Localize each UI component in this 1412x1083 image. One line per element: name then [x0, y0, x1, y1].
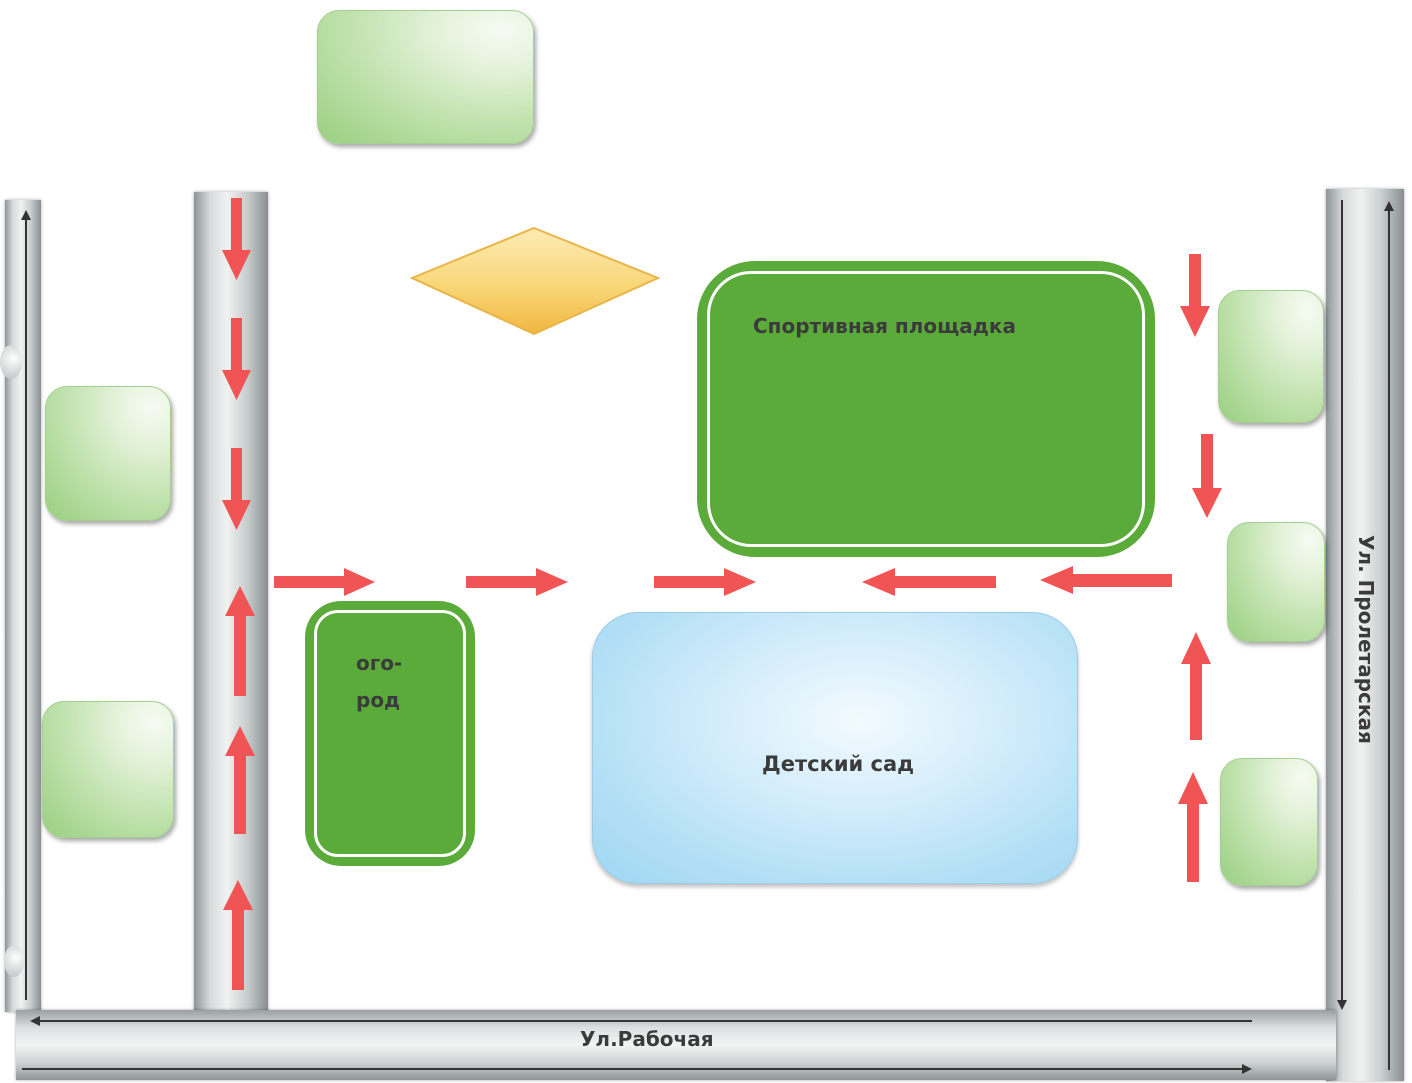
garden-label-line2: род	[356, 688, 401, 712]
building-left-upper	[45, 386, 171, 521]
building-left-lower	[42, 701, 174, 838]
arrow-up	[225, 586, 255, 696]
yellow-diamond	[409, 226, 661, 336]
left-outer-road	[5, 200, 41, 1012]
arrow-up	[1178, 772, 1208, 882]
arrow-right	[654, 568, 756, 596]
building-right-1	[1218, 290, 1324, 423]
arrow-left	[862, 568, 996, 596]
arrow-down	[1180, 254, 1210, 337]
arrow-up	[1181, 632, 1211, 740]
arrow-down	[222, 448, 251, 530]
proletarskaya-street	[1326, 189, 1404, 1081]
building-right-3	[1220, 758, 1318, 886]
garden	[305, 601, 475, 866]
garden-label-line1: ого-	[356, 651, 403, 675]
rabochaya-street-label: Ул.Рабочая	[580, 1027, 714, 1051]
sports-ground	[697, 261, 1155, 557]
road-marker-dot	[0, 345, 22, 379]
building-top	[317, 10, 534, 144]
arrow-left	[1040, 566, 1172, 594]
arrow-down	[1192, 434, 1222, 518]
road-marker-dot	[4, 945, 24, 977]
kindergarten-label: Детский сад	[762, 752, 915, 776]
arrow-up	[223, 880, 253, 990]
building-right-2	[1227, 522, 1325, 642]
arrow-down	[222, 198, 251, 280]
arrow-right	[274, 568, 375, 596]
arrow-up	[225, 726, 255, 834]
kindergarten	[592, 612, 1078, 884]
sports-ground-label: Спортивная площадка	[753, 314, 1016, 338]
proletarskaya-street-label: Ул. Пролетарская	[1354, 535, 1378, 744]
arrow-right	[466, 568, 568, 596]
arrow-down	[222, 318, 251, 400]
